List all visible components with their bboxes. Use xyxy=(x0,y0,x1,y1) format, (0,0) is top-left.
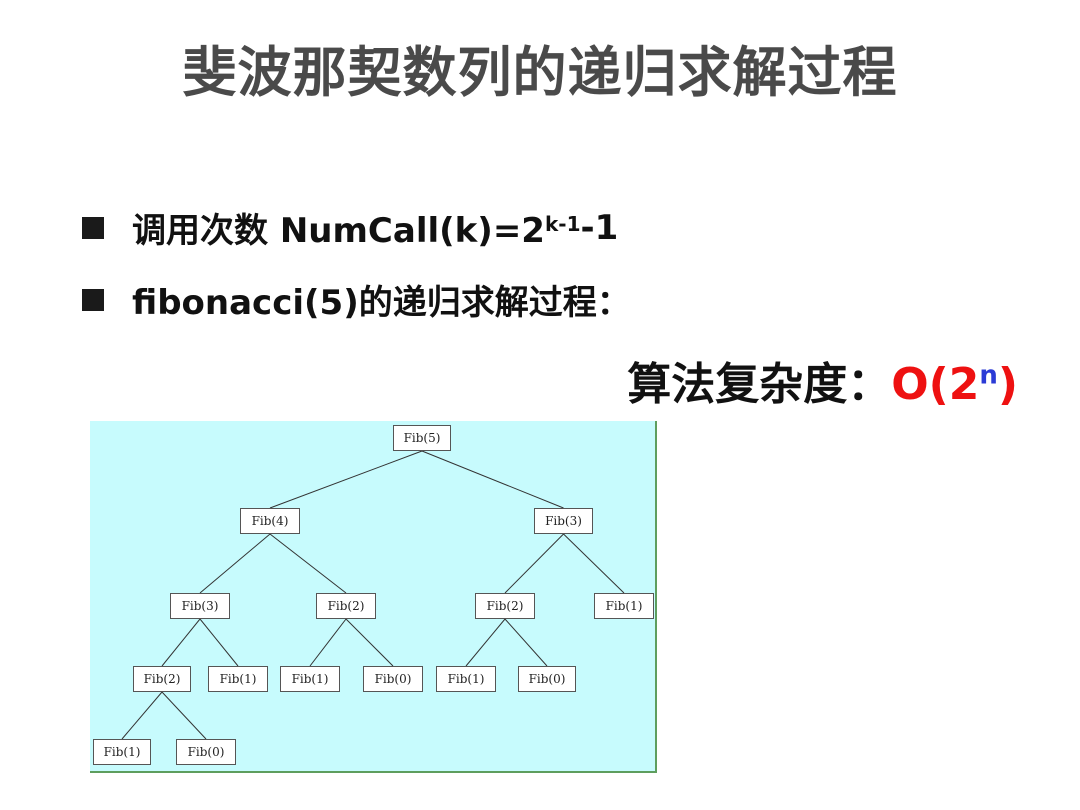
complexity-close: ) xyxy=(997,359,1018,410)
tree-edges xyxy=(121,450,625,740)
tree-node-n0b: Fib(0) xyxy=(518,666,576,692)
complexity-exponent: n xyxy=(979,360,998,391)
numcall-text: 调用次数 NumCall(k)=2 xyxy=(132,211,545,251)
tree-node-n4: Fib(4) xyxy=(240,508,300,534)
tree-node-n1a: Fib(1) xyxy=(594,593,654,619)
numcall-tail: -1 xyxy=(580,207,619,248)
tree-node-n1b: Fib(1) xyxy=(208,666,268,692)
tree-edge xyxy=(161,618,201,667)
tree-edge xyxy=(504,533,564,594)
tree-edge xyxy=(269,533,347,594)
tree-edge xyxy=(199,533,271,594)
tree-edge xyxy=(421,450,564,509)
tree-node-n2b: Fib(2) xyxy=(475,593,535,619)
complexity-prefix: 算法复杂度： xyxy=(627,359,892,410)
tree-node-n2a: Fib(2) xyxy=(316,593,376,619)
tree-edge xyxy=(563,533,625,594)
numcall-exponent: k-1 xyxy=(544,211,581,236)
tree-edge xyxy=(345,618,394,667)
tree-node-n5: Fib(5) xyxy=(393,425,451,451)
tree-node-n0c: Fib(0) xyxy=(176,739,236,765)
tree-edge xyxy=(269,450,423,509)
bullet-square-icon xyxy=(82,288,104,311)
slide-title: 斐波那契数列的递归求解过程 xyxy=(182,41,898,104)
recursion-tree-diagram: Fib(5) Fib(4) Fib(3) Fib(3) Fib(2) Fib(2) Fib(… xyxy=(90,421,657,773)
tree-node-n2c: Fib(2) xyxy=(133,666,191,692)
tree-node-n1c: Fib(1) xyxy=(280,666,340,692)
tree-edge xyxy=(309,618,347,667)
tree-edge xyxy=(121,691,163,740)
complexity-value: O(2 xyxy=(891,359,980,410)
tree-node-n0a: Fib(0) xyxy=(363,666,423,692)
tree-edge xyxy=(161,691,207,740)
tree-node-n1e: Fib(1) xyxy=(93,739,151,765)
complexity-label: 算法复杂度：O(2n) xyxy=(627,348,1018,412)
tree-edge xyxy=(199,618,239,667)
tree-node-n3r: Fib(3) xyxy=(534,508,593,534)
tree-edge xyxy=(465,618,506,667)
tree-node-n3l: Fib(3) xyxy=(170,593,230,619)
bullet-square-icon xyxy=(82,216,104,239)
bullet-fibonacci: fibonacci(5)的递归求解过程： xyxy=(82,275,631,324)
fibonacci-text: fibonacci(5)的递归求解过程： xyxy=(132,283,631,323)
tree-node-n1d: Fib(1) xyxy=(436,666,496,692)
tree-edge xyxy=(504,618,548,667)
